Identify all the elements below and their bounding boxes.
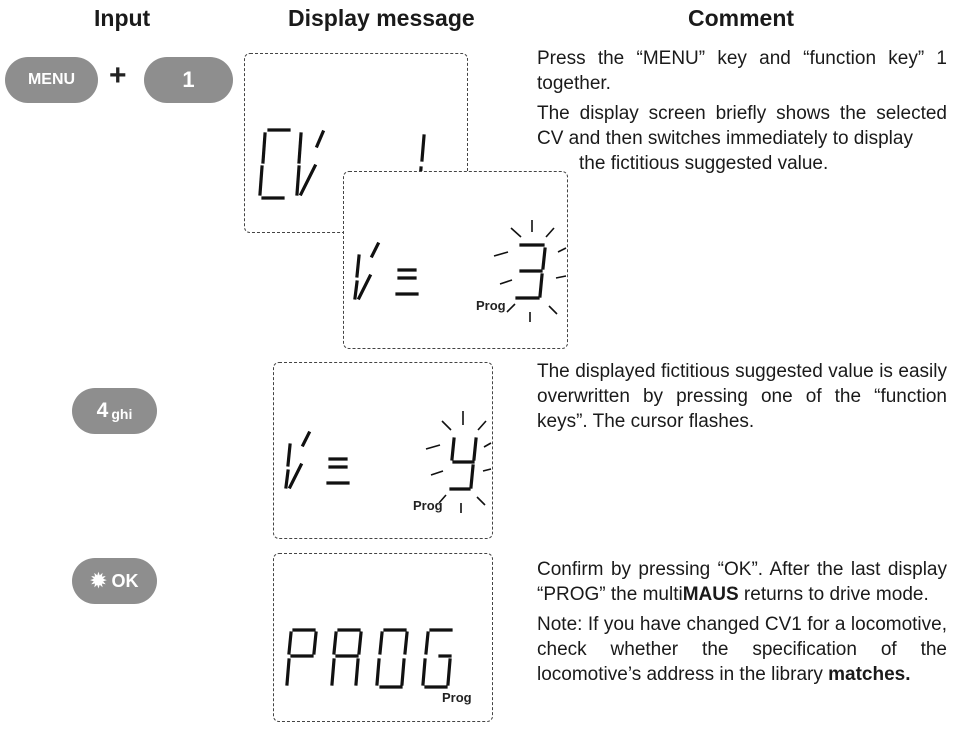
light-icon: ✹ bbox=[90, 570, 107, 592]
comment-step-2-paragraph-1: The displayed fictitious suggested value… bbox=[537, 361, 947, 432]
comment-step-1-paragraph-1: Press the “MENU” key and “function key” … bbox=[537, 48, 947, 94]
comment-step-1-paragraph-2: The display screen briefly shows the sel… bbox=[537, 103, 947, 149]
note-bold-text: matches. bbox=[828, 664, 911, 685]
lcd-display-value-3: Prog bbox=[343, 171, 568, 349]
header-display-message: Display message bbox=[288, 5, 475, 31]
comment-step-2: The displayed fictitious suggested value… bbox=[537, 359, 947, 439]
prog-indicator: Prog bbox=[442, 690, 472, 705]
menu-key[interactable]: MENU bbox=[5, 57, 98, 103]
maus-brand-text: MAUS bbox=[682, 584, 739, 605]
lcd-display-prog: Prog bbox=[273, 553, 493, 722]
note-text: Note: If you have changed CV1 for a loco… bbox=[537, 614, 947, 685]
comment-step-3: Confirm by pressing “OK”. After the last… bbox=[537, 557, 947, 692]
lcd-display-value-4: Prog bbox=[273, 362, 493, 539]
header-comment: Comment bbox=[688, 5, 795, 31]
comment-step-1-paragraph-3: the fictitious suggested value. bbox=[579, 153, 829, 174]
lcd-segments-v4 bbox=[284, 411, 492, 513]
lcd-segments-prog bbox=[285, 628, 453, 689]
comment-step-3-paragraph-1: Confirm by pressing “OK”. After the last… bbox=[537, 557, 947, 607]
ok-key[interactable]: ✹ OK bbox=[72, 558, 157, 604]
function-key-4[interactable]: 4 ghi bbox=[72, 388, 157, 434]
prog-indicator: Prog bbox=[413, 498, 443, 513]
comment-step-3-paragraph-2: Note: If you have changed CV1 for a loco… bbox=[537, 612, 947, 687]
comment-step-1: Press the “MENU” key and “function key” … bbox=[537, 46, 947, 176]
key-4-digit: 4 bbox=[96, 399, 109, 422]
function-key-1[interactable]: 1 bbox=[144, 57, 233, 103]
comment-step-3-text-a: Confirm by pressing “OK”. After the last… bbox=[537, 559, 947, 605]
lcd-segments-v3 bbox=[353, 220, 567, 322]
prog-indicator: Prog bbox=[476, 298, 506, 313]
plus-sign: + bbox=[109, 59, 127, 92]
header-input: Input bbox=[94, 5, 151, 31]
key-4-letters: ghi bbox=[111, 405, 133, 422]
ok-key-label: OK bbox=[111, 570, 139, 591]
comment-step-3-text-c: returns to drive mode. bbox=[738, 584, 929, 605]
